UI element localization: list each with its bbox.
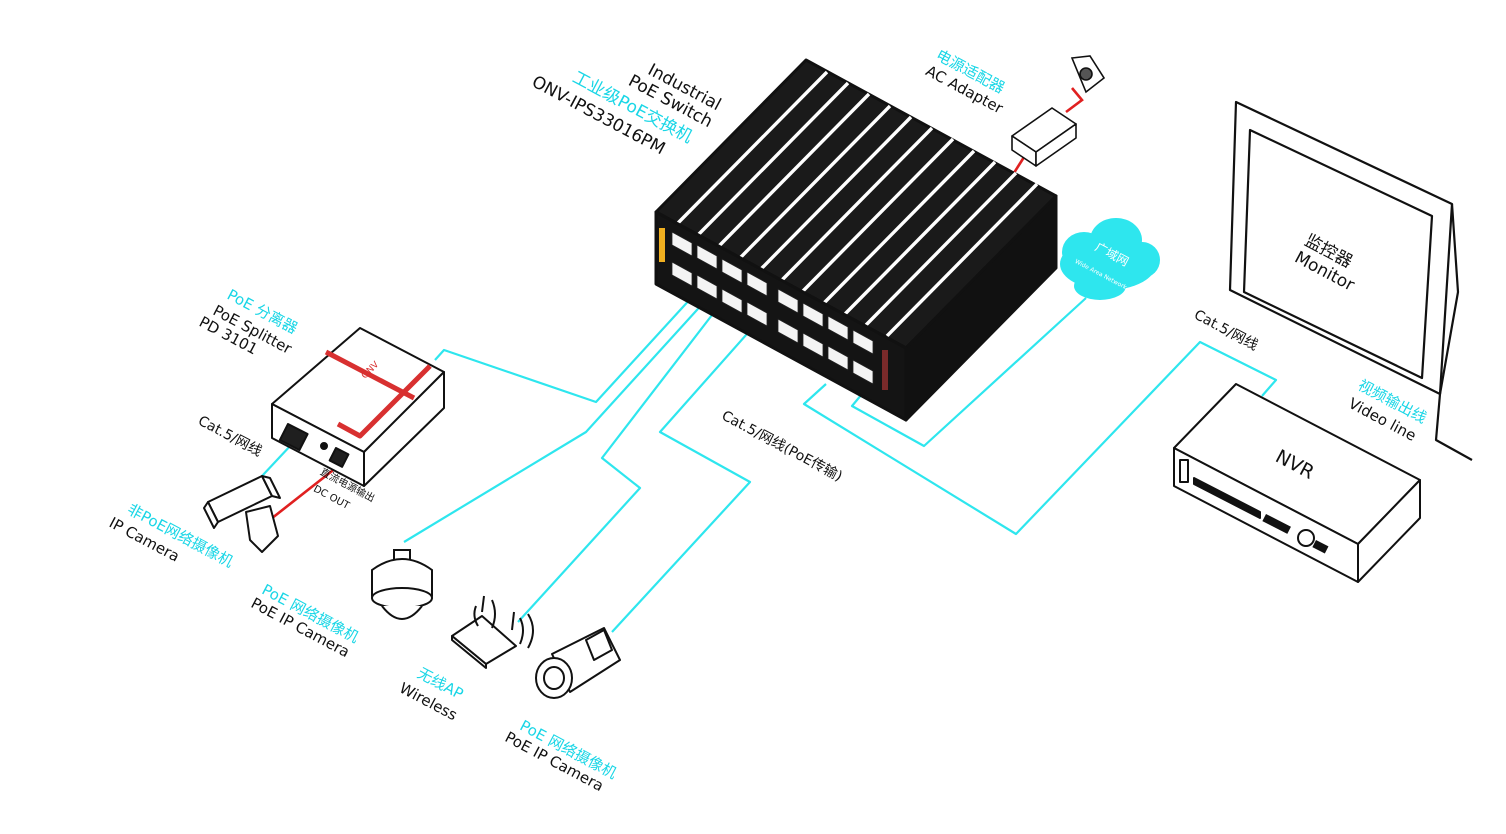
cable-splitter [434, 295, 694, 404]
switch-front [654, 210, 908, 422]
dome-camera [371, 549, 433, 620]
splitter-side [363, 371, 445, 487]
switch-status-leds [882, 350, 888, 390]
cable-wan [850, 297, 1087, 448]
splitter-stripe [324, 349, 416, 401]
switch-labels: Industrial PoE Switch 工业级PoE交换机 ONV-IPS3… [528, 60, 724, 159]
cat5-label-right: Cat.5/网线 [1191, 307, 1260, 354]
wireless-ap [451, 595, 534, 669]
poe-switch [654, 58, 1058, 422]
cable-nvr [802, 340, 1278, 536]
nvr-device [1173, 383, 1421, 583]
cable-dome-camera [403, 299, 707, 543]
nonpoe-camera [203, 475, 281, 553]
monitor-stand [1434, 203, 1473, 461]
monitor [1228, 100, 1473, 461]
switch-ports [671, 231, 874, 385]
splitter-ethernet-port [278, 423, 309, 452]
switch-fins [675, 70, 1039, 338]
cat5-label-poe: Cat.5/网线(PoE传输) [719, 408, 845, 485]
monitor-screen [1242, 128, 1434, 380]
cat5-label-left: Cat.5/网线 [195, 413, 264, 460]
wan-cloud [1060, 218, 1160, 300]
cable-splitter-camera [261, 443, 293, 477]
ac-adapter [1011, 107, 1077, 167]
wall-outlet [1070, 55, 1106, 94]
cable-wireless-ap [517, 301, 723, 623]
outlet-power-cable [1065, 87, 1084, 114]
splitter-dc-port [328, 447, 350, 468]
dc-power-cable [261, 458, 347, 528]
poe-splitter [271, 327, 445, 487]
cable-bullet-camera [611, 307, 771, 633]
splitter-stripe-2 [336, 364, 432, 439]
bullet-camera [535, 627, 621, 699]
switch-logo [659, 228, 665, 262]
network-cables [261, 295, 1278, 633]
